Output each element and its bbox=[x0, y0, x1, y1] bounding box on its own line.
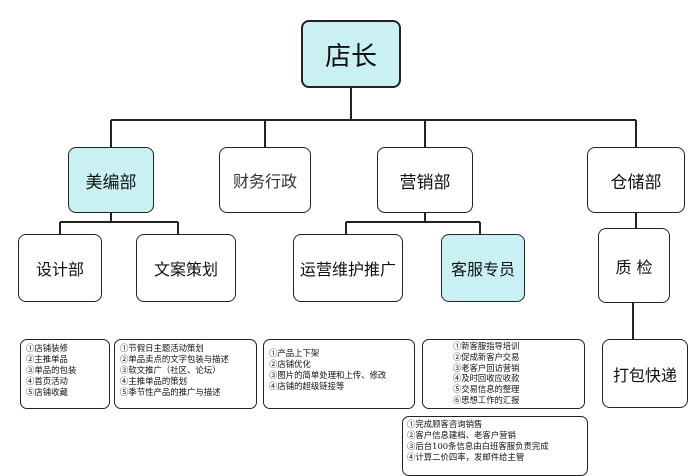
note-line: ④店铺的超级链接等 bbox=[269, 381, 345, 391]
note-line: ④主推单品的策划 bbox=[120, 376, 187, 386]
note-line: ③后台100条信息由白班客服负责完成 bbox=[407, 441, 549, 451]
copywriting-label: 文案策划 bbox=[153, 260, 218, 279]
note-line: ④计算二价四率，发邮件给主管 bbox=[407, 452, 525, 462]
finance-admin-node: 财务行政 bbox=[219, 147, 311, 213]
customer-service-tasks-note: ①新客服指导培训 ②促成新客户交易 ③老客户回访营销 ④及时回收应收款 ⑤交易信… bbox=[422, 339, 585, 409]
note-line: ⑤交易信息的整理 bbox=[453, 384, 520, 395]
design-tasks-note: ①店铺装修 ②主推单品 ③单品的包装 ④首页活动 ⑤店铺收藏 bbox=[20, 339, 110, 409]
customer-service-label: 客服专员 bbox=[450, 260, 515, 279]
note-line: ⑤季节性产品的推广与描述 bbox=[120, 387, 221, 397]
note-line: ③软文推广（社区、论坛） bbox=[120, 365, 221, 375]
store-manager-node: 店长 bbox=[301, 20, 401, 88]
note-line: ③图片的简单处理和上传、修改 bbox=[269, 370, 387, 380]
note-line: ②店铺优化 bbox=[269, 359, 311, 369]
marketing-dept-node: 营销部 bbox=[377, 147, 473, 213]
warehouse-dept-node: 仓储部 bbox=[587, 147, 685, 213]
note-line: ①新客服指导培训 bbox=[453, 341, 520, 351]
copywriting-node: 文案策划 bbox=[136, 234, 236, 302]
art-dept-label: 美编部 bbox=[85, 172, 137, 193]
customer-service-node: 客服专员 bbox=[441, 234, 525, 302]
note-line: ②主推单品 bbox=[26, 354, 68, 364]
shipping-node: 打包快递 bbox=[602, 339, 688, 408]
design-dept-label: 设计部 bbox=[35, 260, 84, 279]
note-line: ③单品的包装 bbox=[26, 365, 77, 375]
quality-check-node: 质 检 bbox=[598, 228, 670, 303]
store-manager-label: 店长 bbox=[324, 41, 377, 72]
marketing-dept-label: 营销部 bbox=[399, 172, 451, 193]
operations-label: 运营维护推广 bbox=[299, 260, 396, 279]
note-line: ④首页活动 bbox=[26, 376, 68, 386]
note-line: ②单品卖点的文字包装与描述 bbox=[120, 354, 229, 364]
finance-admin-label: 财务行政 bbox=[232, 172, 297, 191]
note-line: ⑤店铺收藏 bbox=[26, 387, 68, 397]
note-line: ④及时回收应收款 bbox=[453, 373, 520, 384]
operations-node: 运营维护推广 bbox=[293, 234, 403, 302]
copywriting-tasks-note: ①节假日主题活动策划 ②单品卖点的文字包装与描述 ③软文推广（社区、论坛） ④主… bbox=[114, 339, 257, 409]
quality-check-label: 质 检 bbox=[615, 257, 653, 277]
note-line: ③老客户回访营销 bbox=[453, 362, 520, 373]
note-line: ⑥思想工作的汇报 bbox=[453, 394, 520, 405]
note-line: ①产品上下架 bbox=[269, 348, 320, 358]
shipping-label: 打包快递 bbox=[612, 365, 677, 385]
note-line: ①节假日主题活动策划 bbox=[120, 343, 204, 353]
note-line: ①店铺装修 bbox=[26, 343, 68, 353]
note-line: ①完成顾客咨询销售 bbox=[407, 419, 483, 429]
design-dept-node: 设计部 bbox=[18, 234, 102, 302]
note-line: ②促成新客户交易 bbox=[453, 351, 520, 362]
note-line: ②客户信息建档、老客户营销 bbox=[407, 430, 516, 440]
sales-tasks-note: ①完成顾客咨询销售 ②客户信息建档、老客户营销 ③后台100条信息由白班客服负责… bbox=[402, 416, 588, 476]
art-dept-node: 美编部 bbox=[68, 147, 154, 213]
warehouse-dept-label: 仓储部 bbox=[610, 172, 662, 193]
operations-tasks-note: ①产品上下架 ②店铺优化 ③图片的简单处理和上传、修改 ④店铺的超级链接等 bbox=[263, 339, 415, 409]
